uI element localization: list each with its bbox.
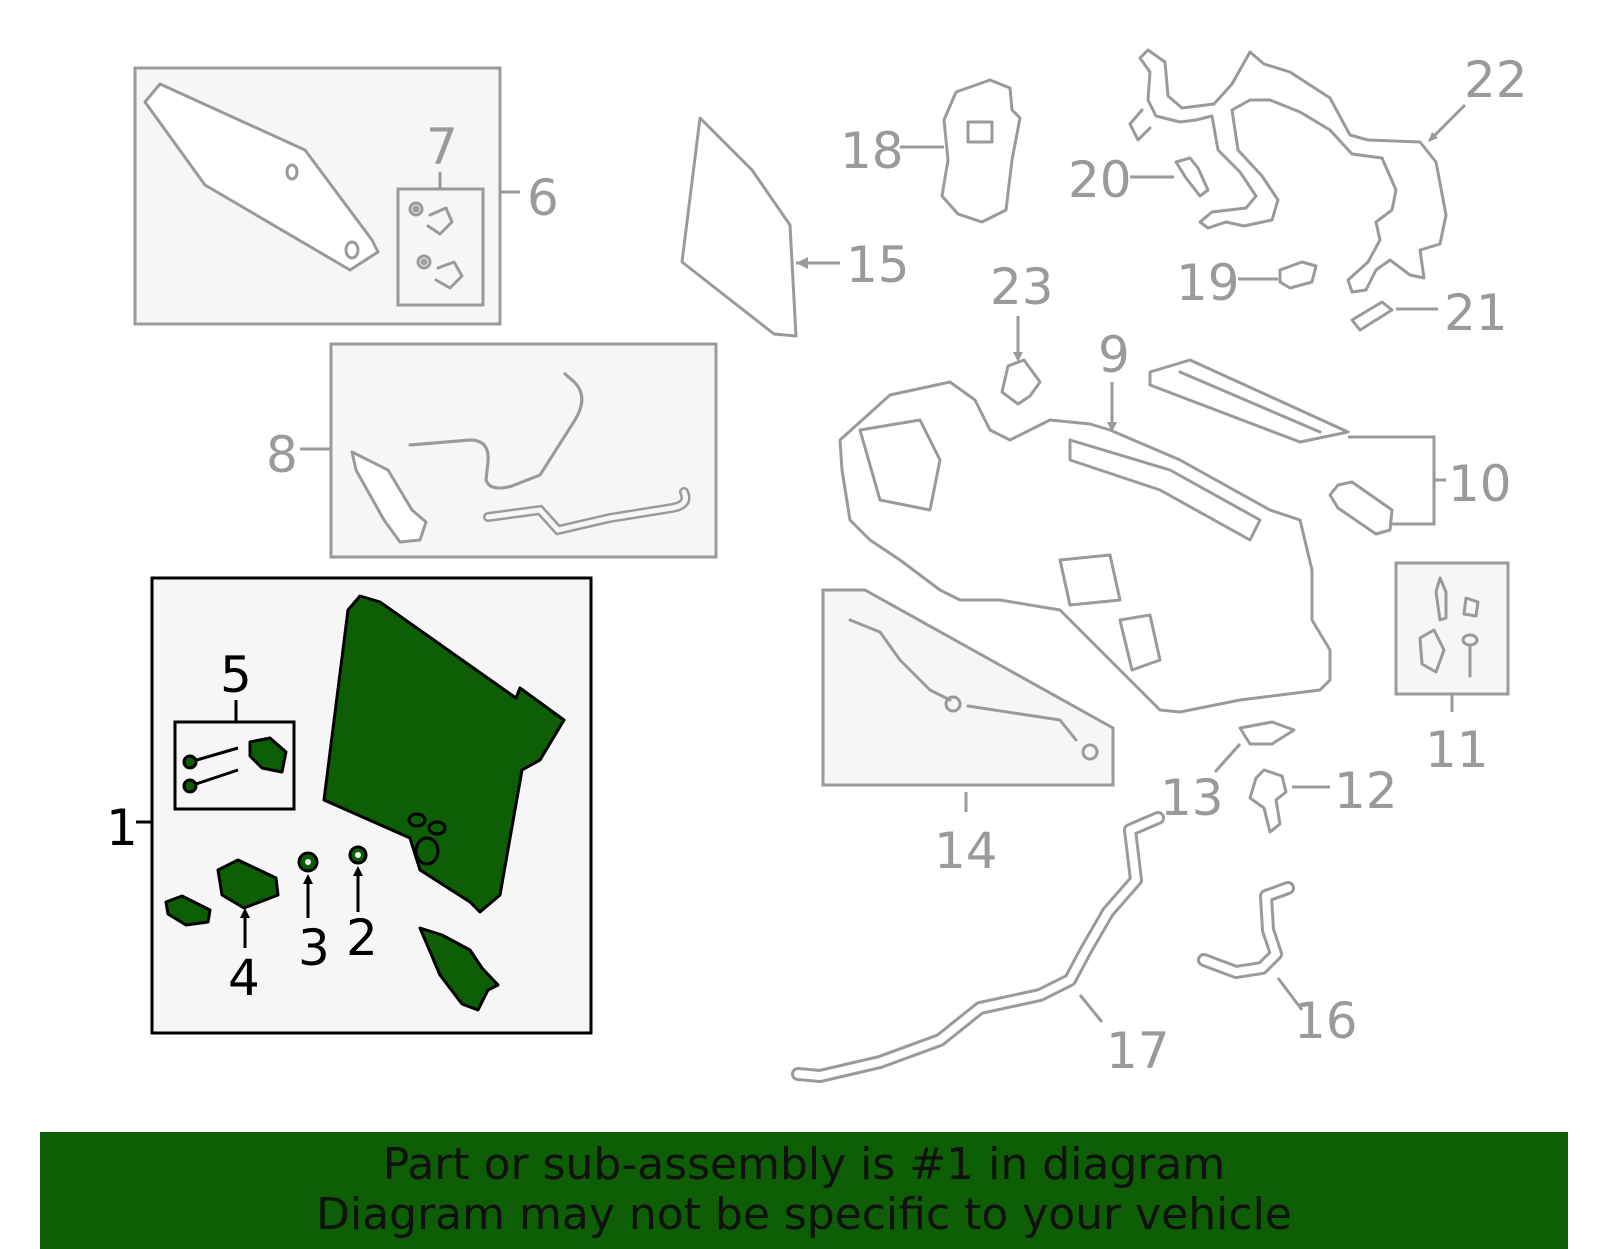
callout-11: 11: [1425, 721, 1489, 779]
filter-part-15: [680, 116, 798, 338]
banner-line-2: Diagram may not be specific to your vehi…: [316, 1189, 1292, 1240]
callout-21: 21: [1444, 284, 1508, 342]
callout-2: 2: [346, 909, 378, 967]
info-banner: Part or sub-assembly is #1 in diagram Di…: [40, 1132, 1568, 1249]
callout-8: 8: [266, 426, 298, 484]
callout-17: 17: [1106, 1022, 1170, 1080]
evaporator-case-highlighted: [322, 594, 566, 914]
callout-4: 4: [228, 949, 260, 1007]
callout-13: 13: [1160, 769, 1224, 827]
callout-5: 5: [220, 646, 252, 704]
callout-3: 3: [298, 919, 330, 977]
callout-9: 9: [1098, 326, 1130, 384]
harness-part-22: [1138, 48, 1448, 294]
callout-10: 10: [1448, 455, 1512, 513]
callout-14: 14: [934, 822, 998, 880]
callout-12: 12: [1334, 762, 1398, 820]
callout-6: 6: [527, 169, 559, 227]
callout-22: 22: [1464, 51, 1528, 109]
callout-20: 20: [1068, 151, 1132, 209]
banner-line-1: Part or sub-assembly is #1 in diagram: [382, 1139, 1226, 1190]
group-box-11: [1394, 561, 1510, 696]
callout-19: 19: [1176, 254, 1240, 312]
group-box-14: [821, 588, 1115, 787]
callout-16: 16: [1294, 992, 1358, 1050]
callout-7: 7: [426, 118, 458, 176]
module-part-18: [940, 78, 1022, 224]
callout-15: 15: [846, 236, 910, 294]
callout-23: 23: [990, 258, 1054, 316]
bracket-part: [143, 82, 380, 272]
callout-1: 1: [106, 799, 138, 857]
hvac-housing-part-9: [838, 380, 1332, 714]
callout-18: 18: [840, 122, 904, 180]
